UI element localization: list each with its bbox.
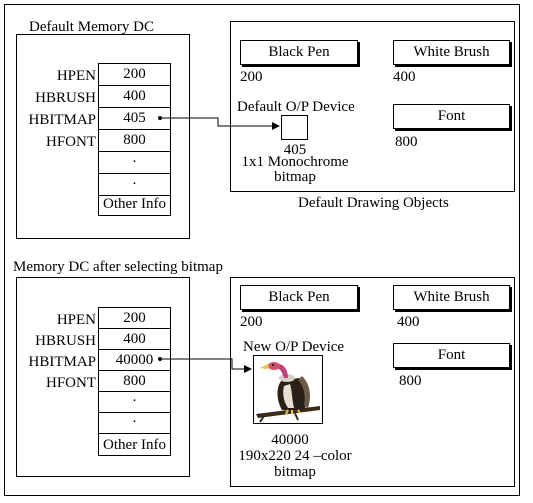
panel1-handle-hfont: HFONT — [45, 134, 96, 150]
panel1-caption: Default Drawing Objects — [298, 195, 449, 211]
panel1-handle-hbitmap: HBITMAP — [28, 112, 96, 128]
panel1-mono-bitmap — [281, 115, 308, 140]
panel1-handle-hbrush: HBRUSH — [35, 90, 96, 106]
panel2-value-hpen: 200 — [99, 308, 170, 329]
panel2-device-label: New O/P Device — [243, 339, 345, 355]
panel2-handle-hpen: HPEN — [56, 312, 96, 328]
panel2-handle-table: 200 400 40000 800 . . Other Info — [98, 307, 171, 456]
panel1-title: Default Memory DC — [29, 19, 154, 35]
panel1-bitmap-desc-line2: bitmap — [274, 169, 316, 185]
panel1-value-hbrush: 400 — [99, 86, 170, 108]
panel1-font-value: 800 — [395, 134, 418, 150]
panel2-white-brush: White Brush — [393, 285, 510, 310]
panel2-black-pen: Black Pen — [240, 285, 358, 310]
panel1-bitmap-desc-line1: 1x1 Monochrome — [241, 154, 349, 170]
panel2-bitmap-desc-line2: bitmap — [274, 464, 316, 480]
panel1-pen-value: 200 — [240, 69, 263, 85]
panel1-dots-2: . — [99, 173, 170, 196]
panel1-handle-table: 200 400 405 800 . . Other Info — [98, 63, 171, 216]
panel1-other-info: Other Info — [103, 196, 166, 212]
panel2-handle-hbitmap: HBITMAP — [28, 354, 96, 370]
panel2-dots-1: . — [99, 390, 170, 413]
panel2-dots-2: . — [99, 411, 170, 434]
panel1-brush-value: 400 — [393, 69, 416, 85]
panel2-font: Font — [393, 343, 510, 368]
panel2-font-value: 800 — [399, 373, 422, 389]
panel1-dots-1: . — [99, 151, 170, 174]
panel2-handle-hbrush: HBRUSH — [35, 333, 96, 349]
panel1-bitmap-value: 405 — [283, 142, 307, 158]
panel2-value-hfont: 800 — [99, 371, 170, 392]
diagram-frame — [4, 4, 520, 496]
panel2-bitmap-value: 40000 — [271, 432, 309, 448]
vulture-bitmap-image — [253, 355, 323, 424]
panel1-black-pen: Black Pen — [240, 40, 358, 65]
panel1-value-hfont: 800 — [99, 130, 170, 152]
panel2-value-hbitmap: 40000 — [99, 350, 170, 371]
panel2-title: Memory DC after selecting bitmap — [13, 259, 223, 275]
panel2-bitmap-desc-line1: 190x220 24 –color — [238, 448, 352, 464]
panel1-white-brush: White Brush — [393, 40, 510, 65]
panel1-device-label: Default O/P Device — [237, 99, 355, 115]
panel1-handle-hpen: HPEN — [56, 68, 96, 84]
panel2-other-info: Other Info — [103, 437, 166, 453]
panel1-font: Font — [393, 104, 510, 129]
vulture-picture — [254, 356, 322, 423]
panel1-value-hpen: 200 — [99, 64, 170, 86]
panel1-value-hbitmap: 405 — [99, 108, 170, 130]
panel2-pen-value: 200 — [240, 314, 263, 330]
panel2-brush-value: 400 — [397, 314, 420, 330]
panel2-value-hbrush: 400 — [99, 329, 170, 350]
panel2-handle-hfont: HFONT — [45, 375, 96, 391]
